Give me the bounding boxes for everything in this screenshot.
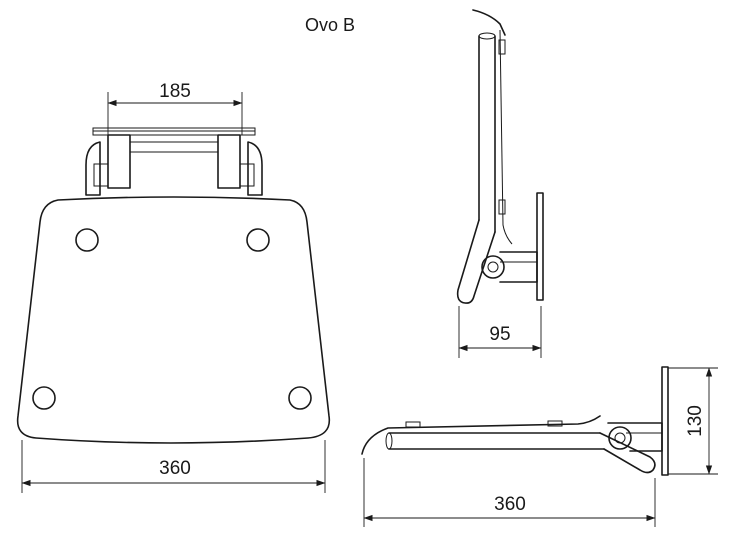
dimension-label-360-front: 360	[159, 458, 191, 479]
side-view: 95	[456, 9, 544, 358]
dimension-side-depth: 95	[458, 306, 542, 358]
product-title: Ovo B	[305, 15, 355, 35]
folded-view: 130 360	[361, 366, 718, 527]
seat-hole-top-left	[75, 228, 99, 252]
right-hinge-bracket	[217, 134, 263, 196]
front-view: 185 360	[16, 81, 331, 493]
side-hinge	[481, 251, 538, 283]
dimension-label-185: 185	[159, 81, 191, 102]
seat-panel-edge	[499, 29, 513, 245]
dimension-seat-width: 360	[21, 440, 326, 493]
side-wall-plate	[536, 192, 544, 301]
dimension-label-360-folded: 360	[494, 494, 526, 515]
seat-hole-top-right	[246, 228, 270, 252]
folded-wall-plate	[661, 366, 669, 476]
folded-seat-panel	[361, 415, 601, 455]
seat-tip	[472, 9, 506, 36]
cross-bar	[129, 141, 219, 153]
upright-tube	[456, 32, 496, 304]
dimension-bracket-width: 185	[107, 81, 243, 135]
seat-hole-bottom-right	[288, 386, 312, 410]
seat-hole-bottom-left	[32, 386, 56, 410]
left-hinge-bracket	[85, 134, 131, 196]
dimension-label-95: 95	[489, 324, 510, 345]
dimension-folded-width: 360	[363, 458, 656, 527]
folded-hinge	[607, 422, 663, 452]
dimension-folded-height: 130	[668, 367, 718, 475]
mounting-plate	[92, 127, 256, 136]
folded-tube	[385, 432, 656, 474]
seat-outline	[16, 196, 331, 444]
dimension-label-130: 130	[685, 405, 706, 437]
